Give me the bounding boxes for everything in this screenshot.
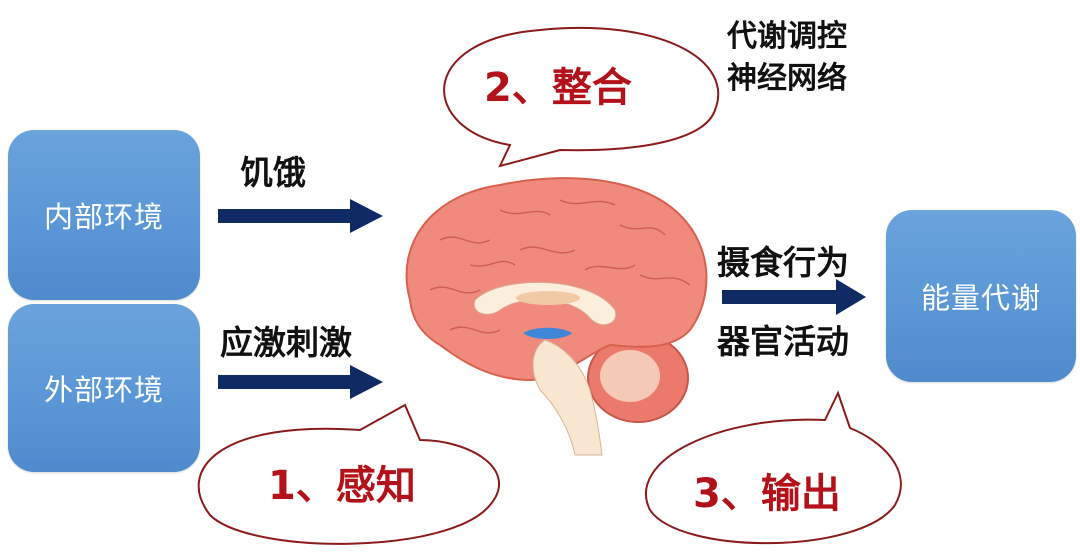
- internal-environment-label: 内部环境: [43, 200, 164, 234]
- arrow-external-to-brain: [218, 365, 383, 399]
- stage-integration-label: 2、整合: [484, 65, 632, 111]
- stage-perception-label: 1、感知: [268, 463, 416, 509]
- annotation-line-2: 神经网络: [727, 61, 847, 96]
- output-feeding-behavior-label: 摄食行为: [717, 243, 849, 282]
- speech-bubble-perception: [197, 403, 500, 545]
- internal-environment-box: 内部环境: [8, 130, 200, 300]
- speech-bubble-output: [644, 390, 902, 545]
- stage-output-label: 3、输出: [693, 471, 841, 517]
- energy-metabolism-label: 能量代谢: [920, 281, 1041, 315]
- arrow-brain-to-output: [722, 279, 866, 315]
- annotation-line-1: 代谢调控: [727, 19, 847, 54]
- speech-bubble-integration: [443, 26, 720, 168]
- energy-metabolism-box: 能量代谢: [886, 210, 1076, 382]
- stimulus-hunger-label: 饥饿: [240, 153, 306, 192]
- brain-icon: [405, 177, 708, 456]
- arrow-internal-to-brain: [218, 199, 383, 233]
- output-organ-activity-label: 器官活动: [717, 322, 849, 361]
- external-environment-box: 外部环境: [8, 304, 200, 472]
- external-environment-label: 外部环境: [43, 373, 164, 407]
- stimulus-stress-label: 应激刺激: [220, 323, 352, 362]
